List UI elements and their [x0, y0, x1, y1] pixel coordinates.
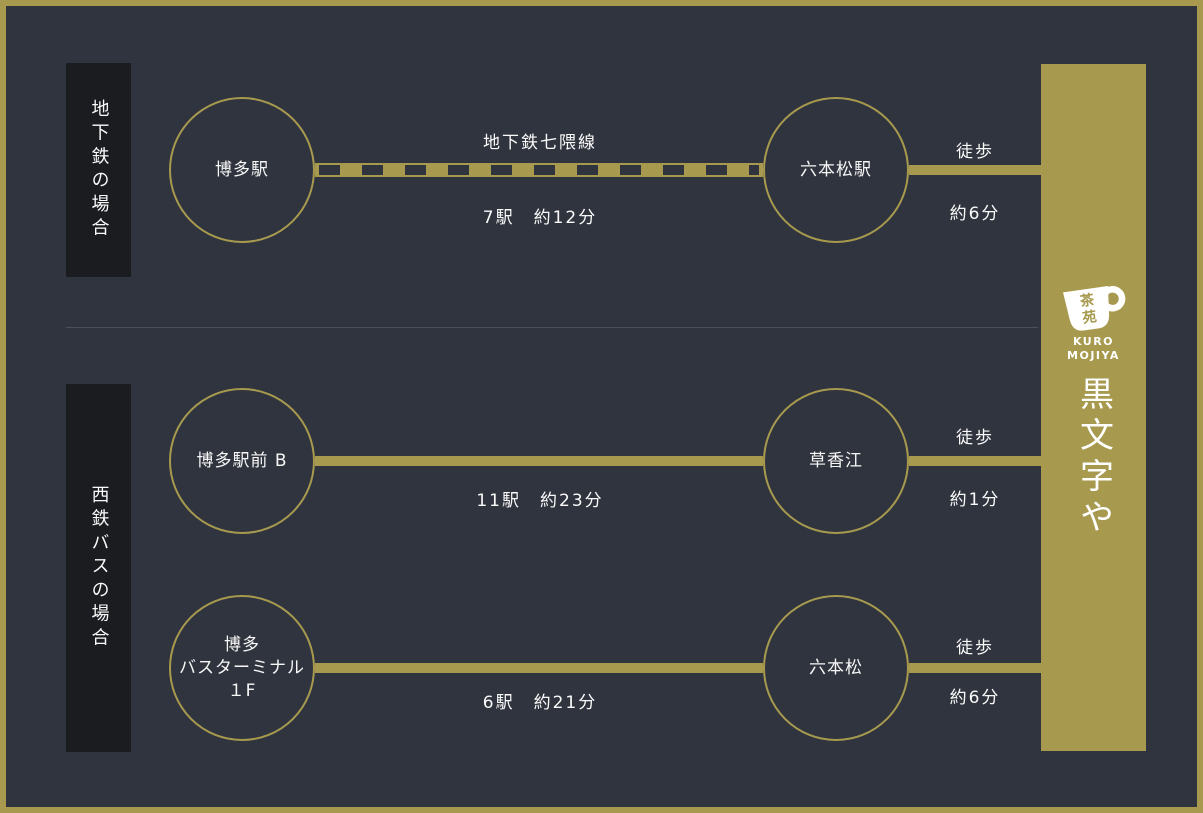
cup-text-cha: 茶 [1078, 291, 1095, 310]
walk-line-row3 [909, 663, 1043, 673]
walk-detail-row2: 約1分 [949, 490, 1001, 510]
section-label-subway-text: 地下鉄の場合 [88, 98, 110, 242]
brand-name-en-line1: KURO [1072, 335, 1115, 348]
walk-label-row1: 徒歩 [956, 142, 994, 162]
cup-text-en: 苑 [1080, 309, 1097, 327]
teacup-logo-icon: 茶 苑 [1062, 286, 1125, 331]
station-name-line1: 博多 [224, 634, 260, 655]
bus-line-detail-row3: 6駅 約21分 [482, 693, 598, 713]
teacup-body [1062, 286, 1109, 331]
station-name: 草香江 [809, 450, 863, 471]
walk-label-row3: 徒歩 [956, 638, 994, 658]
station-name: 博多駅前 B [196, 450, 288, 471]
station-circle-kusagae: 草香江 [763, 388, 909, 534]
station-name: 六本松 [809, 657, 863, 678]
station-name-line3: １F [227, 680, 257, 701]
subway-line-name: 地下鉄七隈線 [483, 133, 597, 153]
subway-line-dashed [315, 163, 763, 177]
station-name-line2: バスターミナル [179, 657, 305, 678]
section-label-bus: 西鉄バスの場合 [66, 384, 131, 752]
walk-detail-row3: 約6分 [949, 688, 1001, 708]
station-name-multiline: 博多 バスターミナル １F [179, 634, 305, 703]
station-circle-hakata: 博多駅 [169, 97, 315, 243]
station-circle-hakataekimae-b: 博多駅前 B [169, 388, 315, 534]
shop-banner: 茶 苑 KURO MOJIYA 黒文字や [1041, 64, 1146, 751]
subway-line-dash-pattern [319, 165, 759, 175]
brand-name-jp: 黒文字や [1073, 375, 1114, 540]
subway-line-detail: 7駅 約12分 [482, 208, 598, 228]
station-circle-ropponmatsu: 六本松 [763, 595, 909, 741]
section-label-bus-text: 西鉄バスの場合 [88, 484, 110, 652]
station-name: 六本松駅 [800, 159, 872, 180]
section-label-subway: 地下鉄の場合 [66, 63, 131, 277]
station-circle-ropponmatsu-sta: 六本松駅 [763, 97, 909, 243]
bus-line-row3 [315, 663, 763, 673]
station-circle-hakata-bus-terminal: 博多 バスターミナル １F [169, 595, 315, 741]
brand-name-en: KURO MOJIYA [1067, 335, 1120, 363]
brand-name-en-line2: MOJIYA [1067, 348, 1120, 362]
walk-line-row2 [909, 456, 1043, 466]
bus-line-row2 [315, 456, 763, 466]
walk-label-row2: 徒歩 [956, 428, 994, 448]
station-name: 博多駅 [215, 159, 269, 180]
section-divider [66, 327, 1038, 328]
walk-line-row1 [909, 165, 1043, 175]
bus-line-detail-row2: 11駅 約23分 [476, 491, 604, 511]
walk-detail-row1: 約6分 [949, 204, 1001, 224]
